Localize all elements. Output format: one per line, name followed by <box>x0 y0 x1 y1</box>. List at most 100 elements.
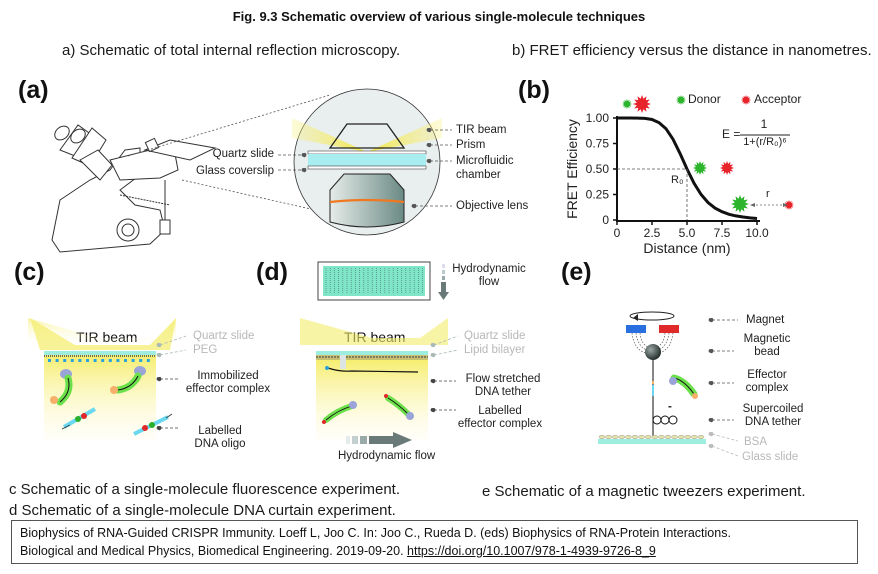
annotation-r0: R₀ <box>671 174 684 186</box>
label-quartz-slide: Quartz slide <box>212 148 274 160</box>
x-tick-label: 5.0 <box>679 226 696 240</box>
panel-label-e: (e) <box>561 258 592 286</box>
c-label-quartz-slide: Quartz slide <box>193 330 255 342</box>
y-tick-label: 1.00 <box>586 111 610 125</box>
bsa-molecule <box>631 434 639 440</box>
panel-label-b: (b) <box>518 76 550 104</box>
e-label-magnetic: Magnetic <box>743 333 791 345</box>
peg-molecule <box>131 359 135 362</box>
e-label-supercoiled: Supercoiled <box>742 403 804 415</box>
e-label-complex: complex <box>745 382 789 394</box>
y-tick-label: 0 <box>602 213 609 227</box>
caption-d: d Schematic of a single-molecule DNA cur… <box>9 502 396 519</box>
peg-molecule <box>63 359 67 362</box>
label-chamber: chamber <box>456 169 501 181</box>
c-label-dna-oligo: DNA oligo <box>194 438 246 450</box>
d-label-labelled: Labelled <box>478 405 522 417</box>
peg-molecule <box>124 359 127 362</box>
bsa-molecule <box>618 434 626 440</box>
peg-molecule <box>48 359 51 362</box>
c-label-labelled: Labelled <box>198 425 242 437</box>
equation-denominator: 1+(r/R₀)⁶ <box>743 136 787 148</box>
d-label-effector-complex: effector complex <box>457 418 543 430</box>
bsa-molecule <box>697 434 705 440</box>
bsa-molecule <box>684 434 692 440</box>
bsa-molecule <box>605 434 612 440</box>
e-label-bsa: BSA <box>744 436 768 448</box>
acceptor-star-icon <box>784 200 794 210</box>
legend-donor-icon <box>676 95 686 105</box>
d-label-lipid-bilayer: Lipid bilayer <box>464 344 526 356</box>
figure-title: Fig. 9.3 Schematic overview of various s… <box>232 9 646 24</box>
bsa-molecule <box>625 434 632 440</box>
acceptor-star-icon <box>633 95 651 113</box>
peg-molecule <box>55 359 59 362</box>
peg-molecule <box>139 359 143 362</box>
c-label-immobilized: Immobilized <box>197 370 259 382</box>
label-microfluidic: Microfluidic <box>456 155 514 167</box>
panel-label-c: (c) <box>14 258 45 286</box>
legend-acceptor-icon <box>741 95 751 105</box>
x-tick-label: 10.0 <box>745 226 769 240</box>
caption-b: b) FRET efficiency versus the distance i… <box>512 42 872 59</box>
e-label-dna-tether: DNA tether <box>744 416 802 428</box>
peg-molecule <box>146 359 150 362</box>
peg-molecule <box>116 359 120 362</box>
x-tick-label: 2.5 <box>644 226 661 240</box>
bsa-molecule <box>611 434 619 440</box>
d-tir-beam-label: TIR beam <box>344 329 406 345</box>
x-tick-label: 0 <box>614 226 621 240</box>
bsa-molecule <box>638 434 645 440</box>
annotation-r: r <box>766 188 770 200</box>
d-label-hydrodynamic: Hydrodynamic <box>452 263 526 275</box>
d-label-flow-stretched: Flow stretched <box>465 373 541 385</box>
citation-box: Biophysics of RNA-Guided CRISPR Immunity… <box>11 520 858 564</box>
caption-e: e Schematic of a magnetic tweezers exper… <box>482 483 806 500</box>
tir-zoom-circle <box>292 88 442 236</box>
label-tir-beam: TIR beam <box>456 124 507 136</box>
x-tick-label: 7.5 <box>714 226 731 240</box>
peg-molecule <box>108 359 112 362</box>
peg-molecule <box>70 359 74 362</box>
bsa-molecule <box>658 434 665 440</box>
c-tir-beam-label: TIR beam <box>76 329 138 345</box>
y-tick-label: 0.50 <box>586 162 610 176</box>
peg-molecule <box>86 359 89 362</box>
bsa-molecule <box>677 434 685 440</box>
c-label-effector-complex: effector complex <box>185 383 271 395</box>
x-axis-label: Distance (nm) <box>643 240 730 256</box>
acceptor-star-icon <box>720 161 734 175</box>
d-label-flow: flow <box>478 276 500 288</box>
citation-line-2: Biological and Medical Physics, Biomedic… <box>20 544 408 558</box>
bsa-molecule <box>664 434 672 440</box>
e-label-glass-slide: Glass slide <box>742 451 799 463</box>
donor-star-icon <box>693 161 707 175</box>
e-label-effector: Effector <box>747 369 787 381</box>
y-tick-label: 0.25 <box>586 188 610 202</box>
panel-label-a: (a) <box>18 76 49 104</box>
bsa-molecule <box>644 434 652 440</box>
peg-molecule <box>93 359 97 362</box>
d-label-dna-tether: DNA tether <box>474 386 532 398</box>
c-label-peg: PEG <box>193 344 218 356</box>
label-prism: Prism <box>456 139 486 151</box>
peg-molecule <box>78 359 82 362</box>
bsa-molecule <box>671 434 678 440</box>
legend-acceptor: Acceptor <box>754 92 802 106</box>
d-label-quartz-slide: Quartz slide <box>464 330 526 342</box>
e-label-bead: bead <box>754 346 780 358</box>
peg-molecule <box>101 359 105 362</box>
panel-e-illustration <box>598 311 706 444</box>
e-label-magnet: Magnet <box>746 314 785 326</box>
y-axis-label: FRET Efficiency <box>564 119 580 219</box>
donor-star-icon <box>622 99 632 109</box>
donor-star-icon <box>731 195 749 213</box>
d-label-hydrodynamic-flow-bottom: Hydrodynamic flow <box>338 450 436 462</box>
microscope-illustration <box>51 124 217 253</box>
caption-c: c Schematic of a single-molecule fluores… <box>9 481 401 498</box>
panel-d-illustration <box>300 261 449 448</box>
e-label-minus: - <box>668 401 672 413</box>
bsa-molecule <box>651 434 659 440</box>
bsa-molecule <box>598 434 606 440</box>
doi-link[interactable]: https://doi.org/10.1007/978-1-4939-9726-… <box>407 544 656 558</box>
